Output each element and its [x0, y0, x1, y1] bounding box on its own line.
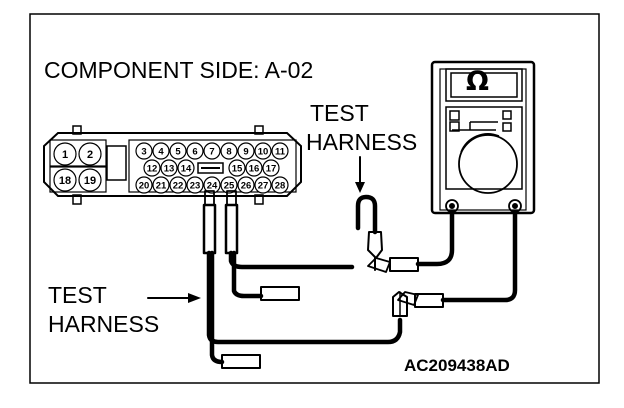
pin-3-label: 3	[141, 146, 146, 157]
pin-21-label: 21	[156, 180, 167, 191]
pin-6-label: 6	[192, 146, 197, 157]
diagram-border	[29, 13, 600, 384]
pin-5-circle	[169, 142, 187, 160]
pin-22-label: 22	[173, 180, 184, 191]
pin-6-circle	[186, 142, 204, 160]
pin-24-label: 24	[207, 180, 218, 191]
test-harness-label-left-line2: HARNESS	[48, 311, 160, 337]
component-side-title: COMPONENT SIDE: A-02	[44, 57, 314, 83]
pin-4-label: 4	[158, 146, 164, 157]
pin-19-circle	[78, 168, 102, 192]
pin-7-circle	[203, 142, 221, 160]
pin-7-label: 7	[209, 146, 214, 157]
pin-4-circle	[152, 142, 170, 160]
pin-26-circle	[237, 176, 255, 194]
pin-27-label: 27	[258, 180, 269, 191]
pin-13-label: 13	[164, 163, 175, 174]
pin-3-circle	[135, 142, 153, 160]
pin-17-label: 17	[266, 163, 277, 174]
pin-17-circle	[262, 159, 280, 177]
pin-20-label: 20	[139, 180, 150, 191]
test-harness-label-top-line2: HARNESS	[306, 129, 418, 155]
pin-23-circle	[186, 176, 204, 194]
pin-20-circle	[135, 176, 153, 194]
pin-28-label: 28	[275, 180, 286, 191]
pin-1-label: 1	[62, 149, 68, 161]
ohm-symbol-icon: Ω	[466, 66, 489, 97]
pin-14-circle	[177, 159, 195, 177]
test-harness-label-left-line1: TEST	[48, 282, 107, 308]
pin-5-label: 5	[175, 146, 181, 157]
pin-10-label: 10	[258, 146, 269, 157]
figure-code: AC209438AD	[404, 356, 510, 375]
pin-25-label: 25	[224, 180, 235, 191]
pin-24-circle	[203, 176, 221, 194]
pin-23-label: 23	[190, 180, 201, 191]
pin-19-label: 19	[84, 175, 96, 187]
pin-8-label: 8	[226, 146, 231, 157]
pin-10-circle	[254, 142, 272, 160]
pin-16-label: 16	[249, 163, 260, 174]
pin-12-label: 12	[147, 163, 158, 174]
pin-12-circle	[143, 159, 161, 177]
pin-27-circle	[254, 176, 272, 194]
pin-11-label: 11	[275, 146, 286, 157]
test-wiring	[147, 156, 518, 369]
pin-15-label: 15	[232, 163, 243, 174]
multimeter	[430, 60, 536, 215]
pin-18-circle	[53, 168, 77, 192]
pin-21-circle	[152, 176, 170, 194]
pin-2-circle	[78, 142, 102, 166]
pin-2-label: 2	[87, 149, 93, 161]
pin-14-label: 14	[181, 163, 192, 174]
pin-18-label: 18	[59, 175, 71, 187]
pin-1-circle	[53, 142, 77, 166]
pin-26-label: 26	[241, 180, 252, 191]
pin-11-circle	[271, 142, 289, 160]
pin-9-label: 9	[243, 146, 248, 157]
pin-22-circle	[169, 176, 187, 194]
pin-25-circle	[220, 176, 238, 194]
pin-15-circle	[228, 159, 246, 177]
pin-9-circle	[237, 142, 255, 160]
test-harness-label-top-line1: TEST	[310, 100, 369, 126]
pin-16-circle	[245, 159, 263, 177]
pin-13-circle	[160, 159, 178, 177]
pin-28-circle	[271, 176, 289, 194]
pin-8-circle	[220, 142, 238, 160]
